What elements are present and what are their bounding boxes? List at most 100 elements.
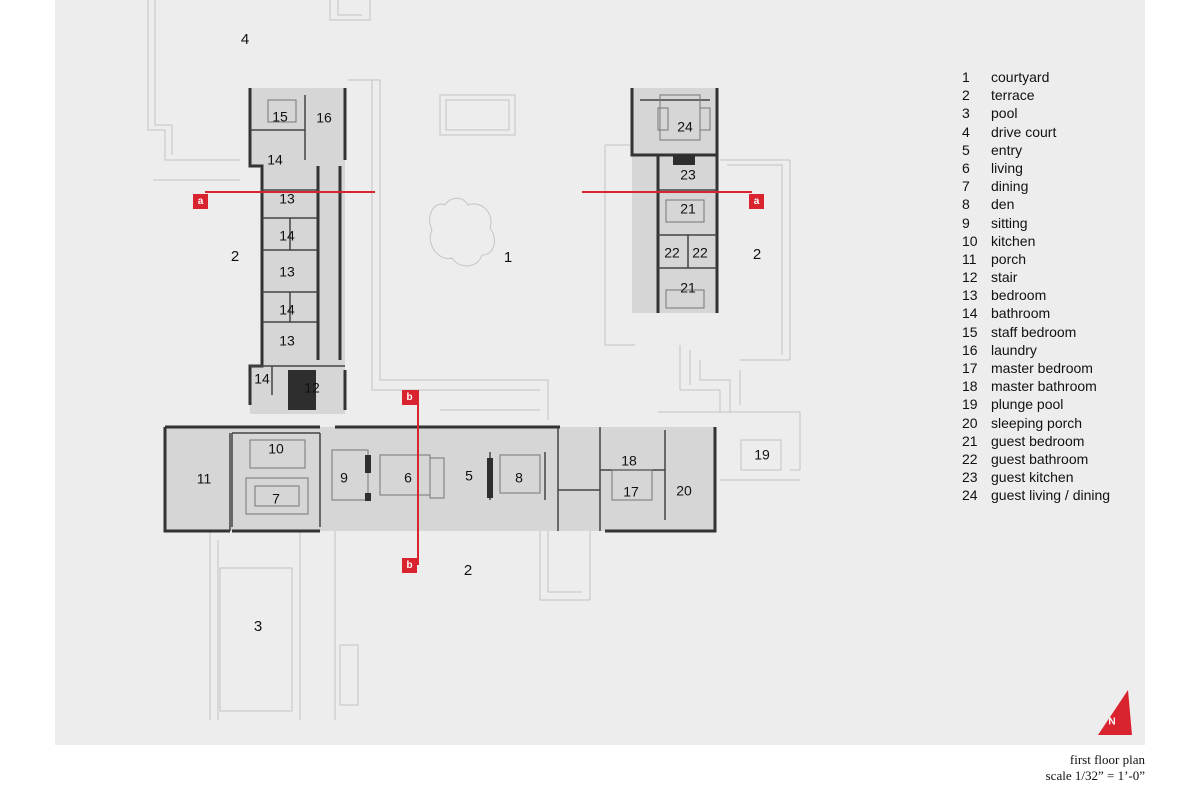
legend-label: bathroom [991, 305, 1051, 322]
legend-item: 13 bedroom [962, 286, 1192, 304]
legend-label: master bedroom [991, 360, 1093, 376]
legend-item: 23 guest kitchen [962, 468, 1192, 486]
interior-walls [229, 95, 717, 531]
legend-label: porch [991, 250, 1027, 267]
legend-item: 4 drive court [962, 123, 1192, 141]
label-courtyard: 1 [504, 249, 512, 266]
legend-number: 7 [962, 178, 970, 195]
label-dining: 7 [272, 491, 280, 507]
label-guest-bathroom-b: 22 [692, 245, 708, 261]
label-terrace-east: 2 [753, 246, 761, 263]
legend-label: master bathroom [991, 378, 1097, 395]
plan-scale: scale 1/32” = 1’-0” [1045, 768, 1145, 783]
plan-background [55, 0, 1145, 745]
plan-caption: first floor plan scale 1/32” = 1’-0” [1046, 752, 1145, 784]
plan-title: first floor plan [1069, 752, 1145, 767]
furniture [245, 94, 711, 515]
legend-label: guest kitchen [991, 469, 1074, 486]
legend-label: pool [991, 105, 1018, 122]
north-arrow-label: N [1108, 717, 1115, 728]
legend-item: 22 guest bathroom [962, 450, 1192, 468]
legend-number: 20 [962, 414, 978, 431]
legend-label: bedroom [991, 287, 1047, 304]
legend-item: 18 master bathroom [962, 377, 1192, 395]
legend-number: 3 [962, 105, 970, 122]
legend-number: 1 [962, 69, 970, 85]
legend-number: 12 [962, 269, 978, 286]
legend-label: den [991, 196, 1015, 213]
legend-item: 3 pool [962, 104, 1192, 122]
legend-item: 8 den [962, 195, 1192, 213]
label-sleeping-porch: 20 [676, 483, 692, 499]
label-bathroom-a: 14 [267, 152, 283, 168]
legend-label: dining [991, 178, 1029, 195]
legend-item: 7 dining [962, 177, 1192, 195]
legend-number: 6 [962, 159, 970, 176]
legend-item: 21 guest bedroom [962, 432, 1192, 450]
section-line-a [193, 191, 764, 209]
section-marker-a-east: a [754, 196, 760, 207]
label-porch: 11 [197, 471, 212, 487]
legend-number: 15 [962, 323, 978, 340]
label-guest-kitchen: 23 [680, 167, 696, 183]
legend-label: kitchen [991, 232, 1036, 249]
label-kitchen: 10 [268, 441, 284, 457]
label-stair: 12 [304, 380, 320, 396]
legend-label: terrace [991, 87, 1035, 104]
label-bedroom-b: 13 [279, 264, 295, 280]
legend-number: 18 [962, 378, 978, 395]
label-den: 8 [515, 470, 523, 486]
label-bathroom-b: 14 [279, 228, 295, 244]
legend-item: 24 guest living / dining [962, 486, 1192, 504]
legend-label: guest bathroom [991, 450, 1089, 467]
dark-fixtures [288, 155, 695, 501]
legend-label: guest living / dining [991, 487, 1111, 504]
legend-number: 21 [962, 432, 978, 449]
section-marker-b-north: b [406, 392, 412, 403]
legend-label: plunge pool [991, 396, 1064, 413]
section-marker-b-south: b [406, 560, 412, 571]
legend-number: 22 [962, 450, 978, 467]
legend-label: guest bedroom [991, 432, 1085, 449]
label-terrace-west: 2 [231, 248, 239, 265]
label-master-bathroom: 18 [621, 453, 637, 469]
label-staff-bedroom: 15 [272, 109, 288, 125]
legend-label: sitting [991, 214, 1028, 231]
label-master-bedroom: 17 [623, 484, 639, 500]
legend-number: 13 [962, 287, 978, 304]
section-marker-a-west: a [198, 196, 204, 207]
label-plunge-pool: 19 [754, 447, 770, 463]
legend-label: drive court [991, 123, 1057, 140]
legend-number: 8 [962, 196, 970, 213]
legend-item: 17 master bedroom [962, 359, 1192, 377]
legend-number: 17 [962, 360, 978, 376]
legend-number: 4 [962, 123, 970, 140]
legend-number: 24 [962, 487, 978, 504]
section-line-b [402, 390, 419, 573]
label-laundry: 16 [316, 110, 332, 126]
north-arrow-icon [1098, 690, 1132, 735]
legend-number: 23 [962, 469, 978, 486]
legend-number: 10 [962, 232, 978, 249]
legend-number: 9 [962, 214, 970, 231]
label-drive-court: 4 [241, 31, 249, 48]
label-guest-bedroom-b: 21 [680, 280, 696, 296]
label-bedroom-c: 13 [279, 333, 295, 349]
label-bedroom-a: 13 [279, 191, 295, 207]
label-entry: 5 [465, 468, 473, 484]
label-terrace-south: 2 [464, 562, 472, 579]
label-guest-living: 24 [677, 119, 693, 135]
legend-number: 5 [962, 141, 970, 158]
label-sitting: 9 [340, 470, 348, 486]
